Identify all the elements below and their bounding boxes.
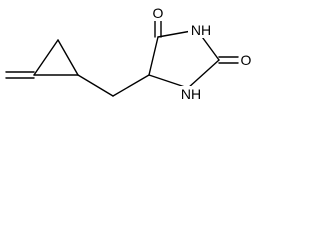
bond-c5-c4 xyxy=(148,36,159,76)
carbonyl-oxygen-top-label: O xyxy=(153,5,164,21)
bond-methylene-to-c5 xyxy=(112,74,150,97)
molecule-structure-diagram: O O NH NH xyxy=(5,5,253,102)
carbonyl-oxygen-right-label: O xyxy=(241,52,252,68)
nitrogen-top-label: NH xyxy=(191,22,211,38)
cyclopropane-bond-left-top xyxy=(33,39,59,76)
nitrogen-bottom-label: NH xyxy=(181,86,201,102)
bond-ring-to-methylene xyxy=(77,74,114,97)
bond-c2-n1 xyxy=(187,59,220,89)
cyclopropane-bond-top-right xyxy=(57,39,79,76)
bond-n1-c5 xyxy=(148,74,189,89)
